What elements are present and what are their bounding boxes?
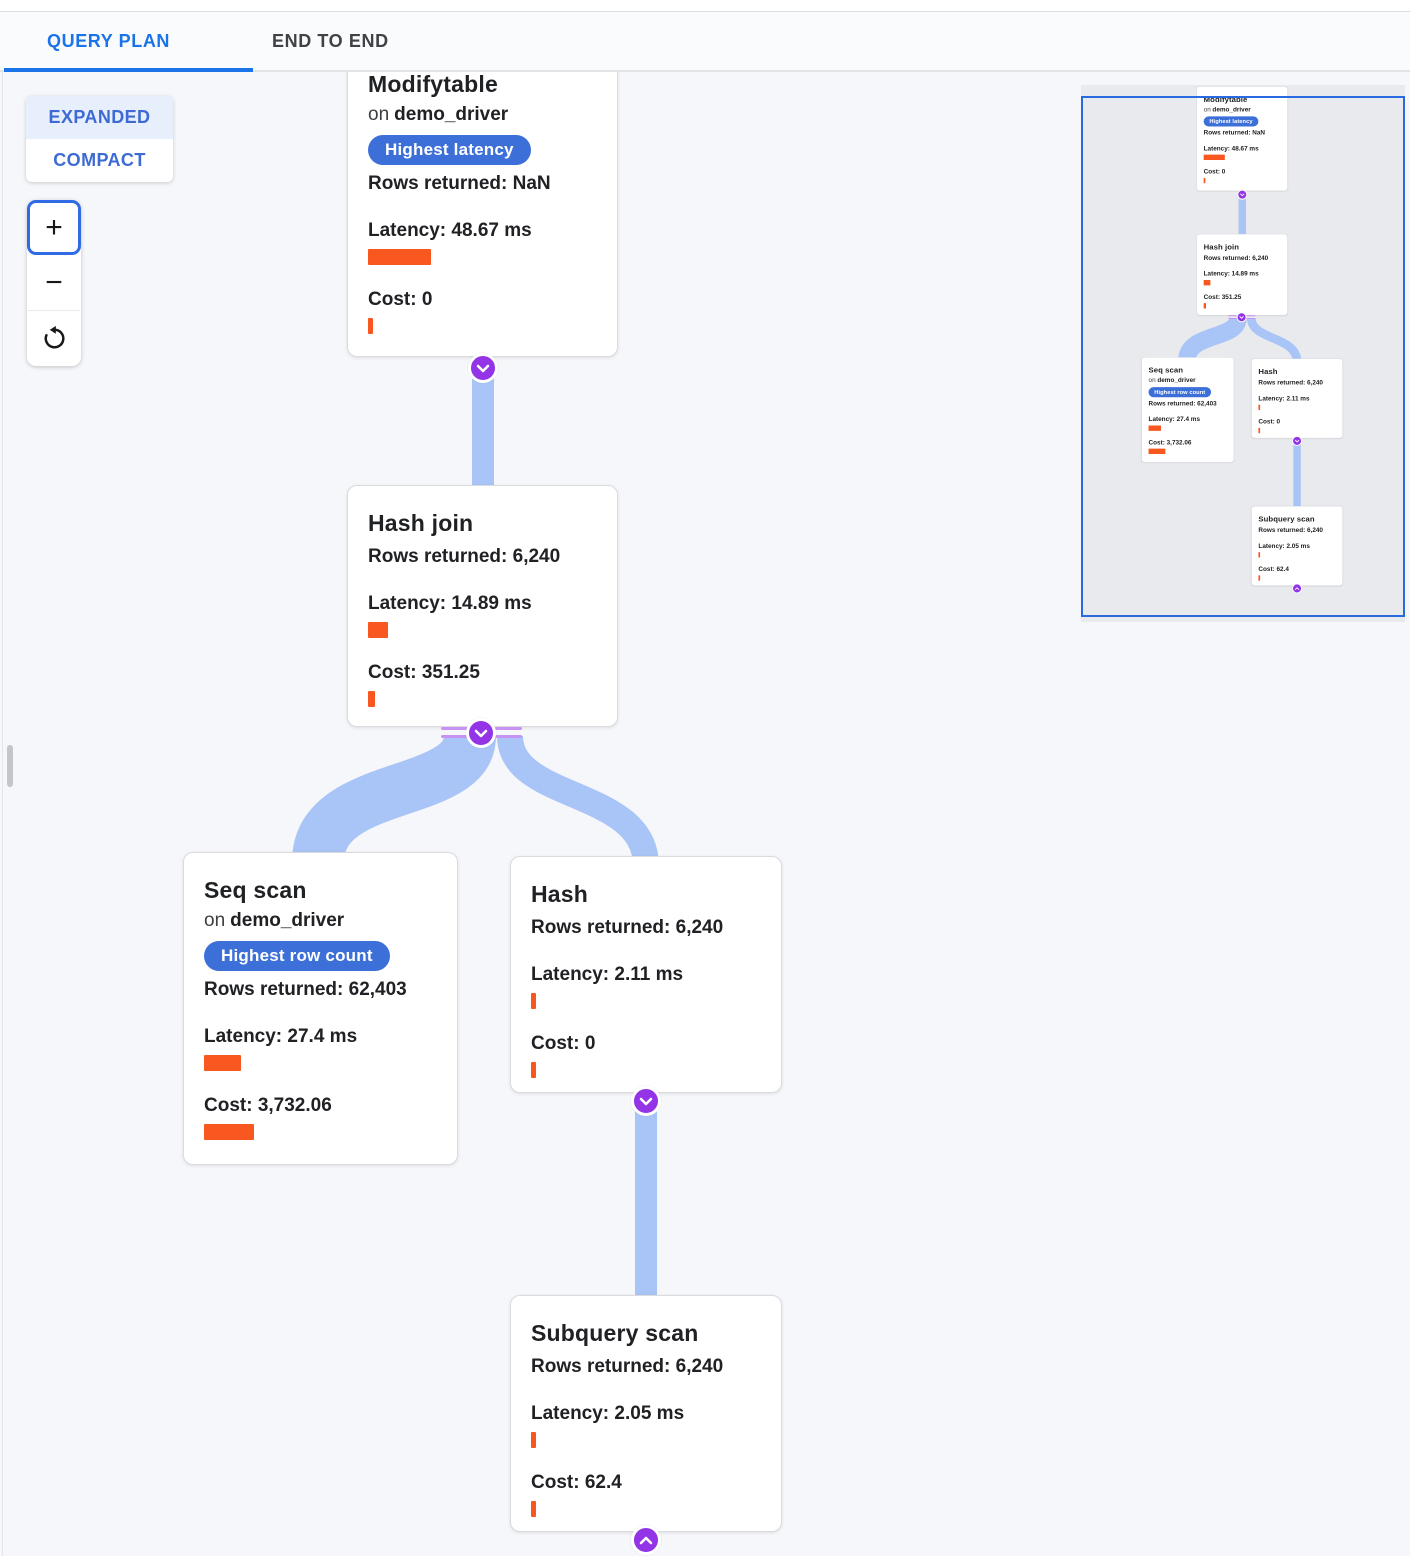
latency-bar (368, 249, 431, 265)
cost-bar (368, 691, 375, 707)
highest-latency-badge: Highest latency (368, 135, 531, 165)
cost-bar (204, 1124, 254, 1140)
collapse-toggle-hash-join[interactable] (466, 718, 496, 748)
node-table-name: demo_driver (230, 910, 345, 931)
latency-bar (531, 1432, 536, 1448)
tab-end-to-end[interactable]: END TO END (272, 30, 389, 51)
connector-rail (441, 735, 468, 738)
highest-row-count-badge: Highest row count (204, 941, 390, 971)
zoom-out-button[interactable]: − (27, 255, 81, 310)
latency-bar (204, 1055, 241, 1071)
chevron-down-icon (476, 364, 490, 372)
chevron-up-icon (639, 1536, 653, 1544)
rows-returned: Rows returned: 6,240 (531, 1356, 724, 1377)
cost-value: Cost: 0 (531, 1033, 596, 1054)
collapse-toggle-modifytable[interactable] (468, 353, 498, 383)
node-title: Modifytable (368, 71, 498, 97)
rows-returned: Rows returned: 6,240 (368, 546, 561, 567)
plus-icon: + (45, 210, 63, 244)
zoom-controls: + − (27, 200, 81, 366)
plan-node-hash[interactable]: Hash Rows returned: 6,240 Latency: 2.11 … (510, 856, 782, 1093)
view-mode-compact[interactable]: COMPACT (53, 150, 146, 170)
connector-rail (441, 727, 468, 730)
node-title: Hash join (368, 510, 474, 536)
view-mode-expanded[interactable]: EXPANDED (26, 96, 173, 139)
active-tab-underline (4, 68, 253, 72)
cost-bar (368, 318, 373, 334)
latency-value: Latency: 48.67 ms (368, 220, 532, 241)
chevron-down-icon (474, 729, 488, 737)
node-table-prefix: on (368, 104, 390, 125)
cost-value: Cost: 0 (368, 289, 433, 310)
chevron-down-icon (639, 1097, 653, 1105)
window-top-strip (0, 0, 1410, 12)
zoom-reset-button[interactable] (27, 311, 81, 366)
latency-bar (368, 622, 388, 638)
edge-hashjoin-hash (497, 734, 659, 868)
cost-value: Cost: 351.25 (368, 662, 480, 683)
cost-value: Cost: 62.4 (531, 1472, 622, 1493)
expand-toggle-subquery-scan[interactable] (631, 1525, 661, 1555)
collapse-toggle-hash[interactable] (631, 1086, 661, 1116)
zoom-in-button[interactable]: + (27, 200, 81, 255)
latency-value: Latency: 14.89 ms (368, 593, 532, 614)
cost-bar (531, 1501, 536, 1517)
latency-value: Latency: 2.05 ms (531, 1403, 685, 1424)
connector-rail (495, 735, 522, 738)
tab-bar: QUERY PLAN END TO END (0, 12, 1410, 72)
node-table-prefix: on (204, 910, 226, 931)
latency-value: Latency: 2.11 ms (531, 964, 684, 985)
minimap-viewport[interactable] (1081, 96, 1405, 617)
view-mode-toggle: EXPANDED COMPACT (26, 96, 173, 182)
rows-returned: Rows returned: 6,240 (531, 917, 724, 938)
rows-returned: Rows returned: NaN (368, 173, 551, 194)
cost-bar (531, 1062, 536, 1078)
node-title: Subquery scan (531, 1320, 699, 1346)
vertical-scrollbar-thumb[interactable] (7, 745, 13, 787)
plan-node-subquery-scan[interactable]: Subquery scan Rows returned: 6,240 Laten… (510, 1295, 782, 1532)
tab-query-plan[interactable]: QUERY PLAN (47, 30, 171, 51)
plan-node-hash-join[interactable]: Hash join Rows returned: 6,240 Latency: … (347, 485, 618, 727)
cost-value: Cost: 3,732.06 (204, 1095, 332, 1116)
latency-value: Latency: 27.4 ms (204, 1026, 358, 1047)
node-title: Seq scan (204, 877, 307, 903)
panel-left-border (2, 11, 3, 1556)
node-table-name: demo_driver (394, 104, 509, 125)
rows-returned: Rows returned: 62,403 (204, 979, 407, 1000)
latency-bar (531, 993, 536, 1009)
reset-zoom-icon (44, 325, 65, 349)
connector-rail (495, 727, 522, 730)
minus-icon: − (45, 265, 63, 299)
node-title: Hash (531, 881, 589, 907)
divider (28, 310, 80, 311)
edge-hashjoin-seqscan (292, 732, 496, 865)
